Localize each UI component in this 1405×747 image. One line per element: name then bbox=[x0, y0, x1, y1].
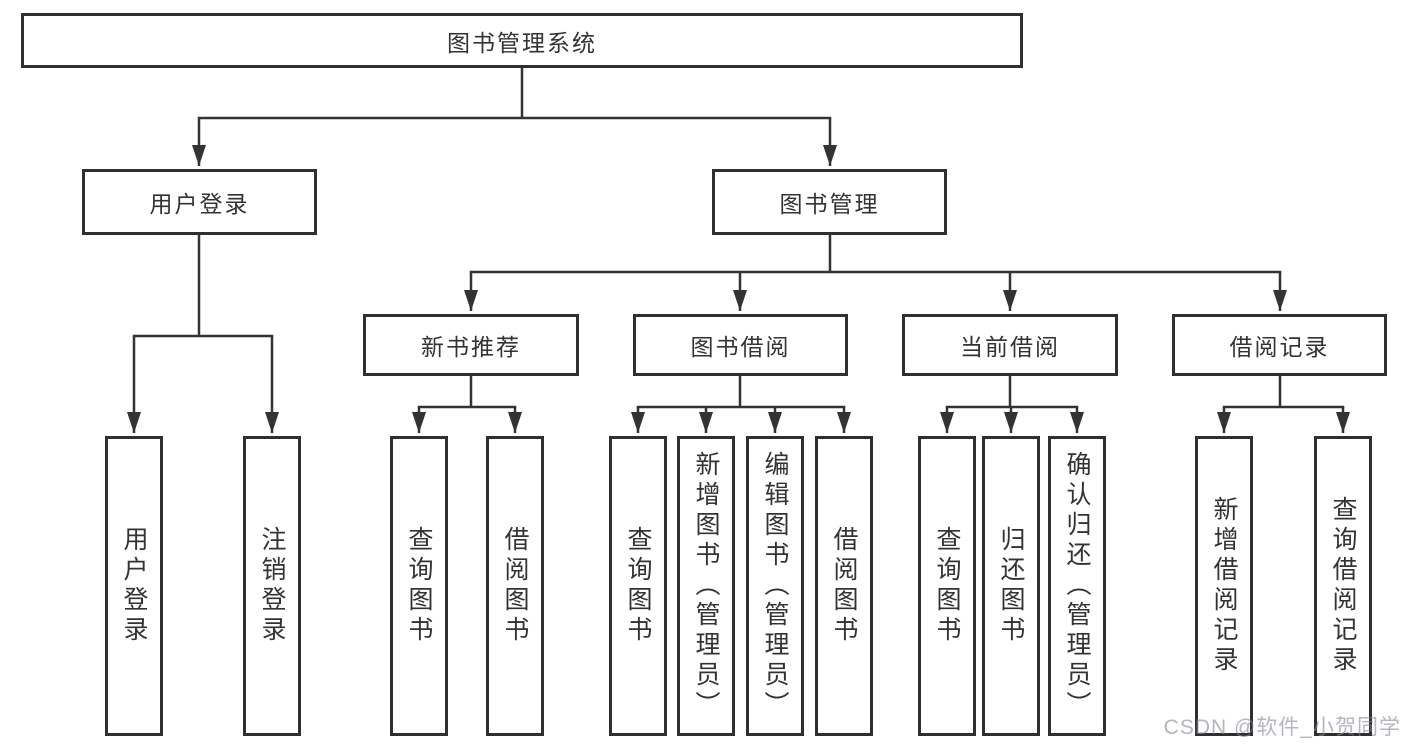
leaf-logout-login: 注销登录 bbox=[243, 436, 301, 736]
connector-lines bbox=[127, 68, 1350, 433]
node-label: 新书推荐 bbox=[421, 334, 521, 360]
node-book-borrowing: 图书借阅 bbox=[633, 314, 848, 376]
node-new-book-recommend: 新书推荐 bbox=[363, 314, 579, 376]
node-label: 图书借阅 bbox=[690, 334, 791, 360]
node-label: 图书管理 bbox=[779, 191, 880, 217]
leaf-label: 编辑图书（管理员） bbox=[761, 451, 789, 721]
leaf-label: 用户登录 bbox=[120, 526, 148, 646]
leaf-label: 查询借阅记录 bbox=[1329, 496, 1357, 676]
leaf-query-books-borrowing: 查询图书 bbox=[609, 436, 667, 736]
csdn-watermark: CSDN @软件_小贺同学 bbox=[1163, 716, 1401, 739]
node-label: 借阅记录 bbox=[1229, 334, 1330, 360]
node-library-management-system: 图书管理系统 bbox=[21, 13, 1023, 68]
leaf-label: 注销登录 bbox=[258, 526, 286, 646]
leaf-label: 借阅图书 bbox=[830, 526, 858, 646]
leaf-add-books-admin: 新增图书（管理员） bbox=[677, 436, 735, 736]
leaf-label: 新增图书（管理员） bbox=[692, 451, 720, 721]
leaf-label: 新增借阅记录 bbox=[1210, 496, 1238, 676]
leaf-borrow-books-borrowing: 借阅图书 bbox=[815, 436, 873, 736]
leaf-query-books-recommend: 查询图书 bbox=[390, 436, 448, 736]
node-label: 当前借阅 bbox=[960, 334, 1060, 360]
leaf-user-login: 用户登录 bbox=[105, 436, 163, 736]
leaf-label: 确认归还（管理员） bbox=[1063, 451, 1091, 721]
leaf-borrow-books-recommend: 借阅图书 bbox=[486, 436, 544, 736]
leaf-label: 查询图书 bbox=[624, 526, 652, 646]
leaf-label: 查询图书 bbox=[405, 526, 433, 646]
node-label: 用户登录 bbox=[149, 191, 250, 217]
node-label: 图书管理系统 bbox=[447, 29, 597, 56]
leaf-return-books: 归还图书 bbox=[982, 436, 1040, 736]
leaf-edit-books-admin: 编辑图书（管理员） bbox=[746, 436, 804, 736]
leaf-query-books-current: 查询图书 bbox=[918, 436, 976, 736]
node-user-login: 用户登录 bbox=[82, 169, 317, 235]
leaf-query-borrow-record: 查询借阅记录 bbox=[1314, 436, 1372, 736]
leaf-add-borrow-record: 新增借阅记录 bbox=[1195, 436, 1253, 736]
leaf-label: 借阅图书 bbox=[501, 526, 529, 646]
node-book-management: 图书管理 bbox=[712, 169, 947, 235]
leaf-label: 归还图书 bbox=[997, 526, 1025, 646]
node-borrow-records: 借阅记录 bbox=[1172, 314, 1387, 376]
leaf-confirm-return-admin: 确认归还（管理员） bbox=[1048, 436, 1106, 736]
leaf-label: 查询图书 bbox=[933, 526, 961, 646]
node-current-borrowing: 当前借阅 bbox=[902, 314, 1118, 376]
